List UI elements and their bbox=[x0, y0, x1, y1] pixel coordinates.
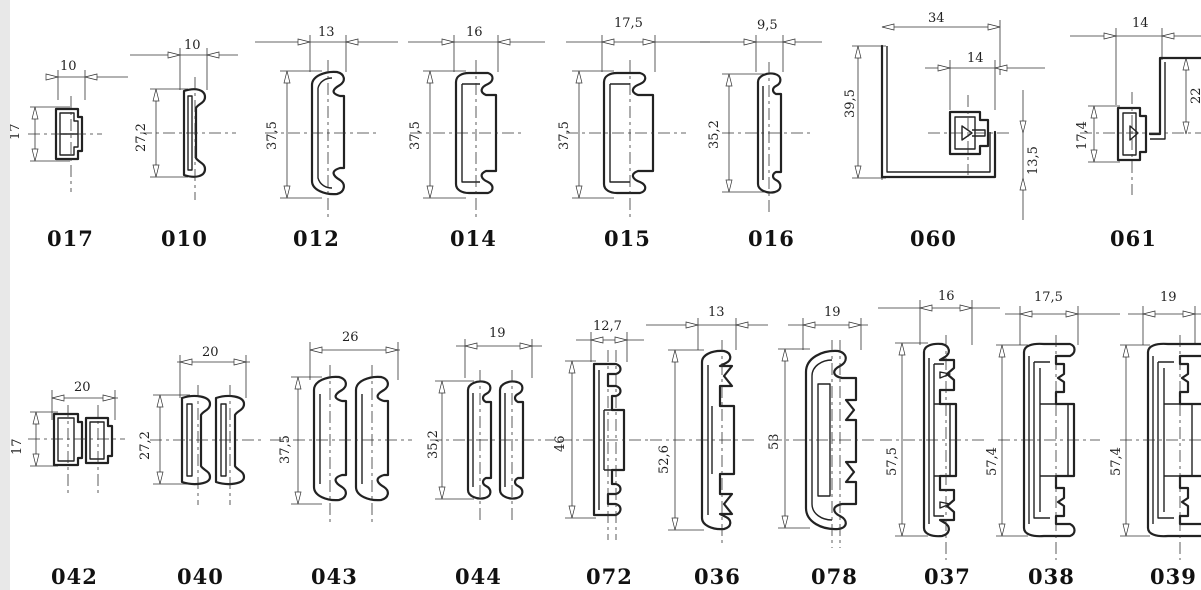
dim-043-height: 37,5 bbox=[278, 435, 293, 464]
dim-038-height: 57,4 bbox=[985, 447, 1000, 476]
dim-060-width: 34 bbox=[928, 11, 945, 26]
profile-060: 34 14 39,5 13,5 bbox=[843, 11, 1045, 220]
dim-037-height: 57,5 bbox=[885, 447, 900, 476]
code-037: 037 bbox=[924, 564, 971, 589]
code-014: 014 bbox=[450, 226, 497, 251]
code-072: 072 bbox=[586, 564, 633, 589]
profile-017: 10 17 bbox=[10, 59, 128, 192]
code-061: 061 bbox=[1110, 226, 1157, 251]
profile-078: 19 53 bbox=[767, 305, 875, 548]
dim-078-height: 53 bbox=[767, 433, 782, 450]
profile-037: 16 57,5 bbox=[878, 289, 1000, 560]
dim-015-width: 17,5 bbox=[614, 16, 643, 31]
dim-036-width: 13 bbox=[708, 305, 725, 320]
profile-015: 17,5 37,5 bbox=[557, 16, 710, 220]
profile-016: 9,5 35,2 bbox=[700, 18, 822, 215]
profile-043: 26 37,5 bbox=[270, 330, 412, 525]
catalog-sheet: 10 17 017 10 27,2 010 13 bbox=[10, 0, 1201, 590]
dim-061-height: 17,4 bbox=[1075, 121, 1090, 150]
dim-042-width: 20 bbox=[74, 380, 91, 395]
code-016: 016 bbox=[748, 226, 795, 251]
code-012: 012 bbox=[293, 226, 340, 251]
profile-072: 12,7 46 bbox=[553, 319, 650, 540]
dim-042-height: 17 bbox=[10, 438, 25, 455]
profile-042: 20 17 bbox=[10, 380, 125, 495]
code-040: 040 bbox=[177, 564, 224, 589]
profile-061: 14 17,4 22 bbox=[1070, 16, 1201, 195]
dim-043-width: 26 bbox=[342, 330, 359, 345]
profile-040: 20 27,2 bbox=[138, 345, 265, 505]
code-015: 015 bbox=[604, 226, 651, 251]
profile-014: 16 37,5 bbox=[408, 25, 545, 220]
dim-060-inner-height: 13,5 bbox=[1026, 146, 1041, 175]
dim-038-width: 17,5 bbox=[1034, 290, 1063, 305]
code-078: 078 bbox=[811, 564, 858, 589]
code-039: 039 bbox=[1150, 564, 1197, 589]
code-042: 042 bbox=[51, 564, 98, 589]
dim-060-inner-width: 14 bbox=[967, 51, 984, 66]
dim-061-width: 14 bbox=[1132, 16, 1149, 31]
dim-015-height: 37,5 bbox=[557, 121, 572, 150]
profiles-drawing: 10 17 017 10 27,2 010 13 bbox=[10, 11, 1201, 589]
dim-039-height: 57,4 bbox=[1109, 447, 1124, 476]
code-044: 044 bbox=[455, 564, 502, 589]
dim-078-width: 19 bbox=[824, 305, 841, 320]
dim-040-width: 20 bbox=[202, 345, 219, 360]
dim-010-height: 27,2 bbox=[134, 123, 149, 152]
dim-017-width: 10 bbox=[60, 59, 77, 74]
dim-037-width: 16 bbox=[938, 289, 955, 304]
dim-014-height: 37,5 bbox=[408, 121, 423, 150]
dim-060-height: 39,5 bbox=[843, 89, 858, 118]
dim-044-height: 35,2 bbox=[426, 430, 441, 459]
dim-061-height-2: 22 bbox=[1189, 87, 1201, 104]
profile-036: 13 52,6 bbox=[646, 305, 768, 545]
profile-044: 19 35,2 bbox=[426, 326, 555, 522]
dim-072-height: 46 bbox=[553, 435, 568, 452]
dim-016-height: 35,2 bbox=[707, 120, 722, 149]
code-036: 036 bbox=[694, 564, 741, 589]
dim-010-width: 10 bbox=[184, 38, 201, 53]
code-043: 043 bbox=[311, 564, 358, 589]
code-017: 017 bbox=[47, 226, 94, 251]
dim-012-width: 13 bbox=[318, 25, 335, 40]
code-038: 038 bbox=[1028, 564, 1075, 589]
code-010: 010 bbox=[161, 226, 208, 251]
dim-072-width: 12,7 bbox=[593, 319, 622, 334]
profile-012: 13 37,5 bbox=[255, 25, 398, 220]
dim-017-height: 17 bbox=[10, 123, 23, 140]
profile-010: 10 27,2 bbox=[130, 38, 238, 200]
code-060: 060 bbox=[910, 226, 957, 251]
dim-016-width: 9,5 bbox=[757, 18, 778, 33]
profile-038: 17,5 57,4 bbox=[985, 290, 1120, 560]
dim-044-width: 19 bbox=[489, 326, 506, 341]
dim-036-height: 52,6 bbox=[657, 445, 672, 474]
dim-014-width: 16 bbox=[466, 25, 483, 40]
dim-039-width: 19 bbox=[1160, 290, 1177, 305]
dim-040-height: 27,2 bbox=[138, 431, 153, 460]
dim-012-height: 37,5 bbox=[265, 121, 280, 150]
profile-039: 19 57,4 bbox=[1109, 290, 1201, 560]
